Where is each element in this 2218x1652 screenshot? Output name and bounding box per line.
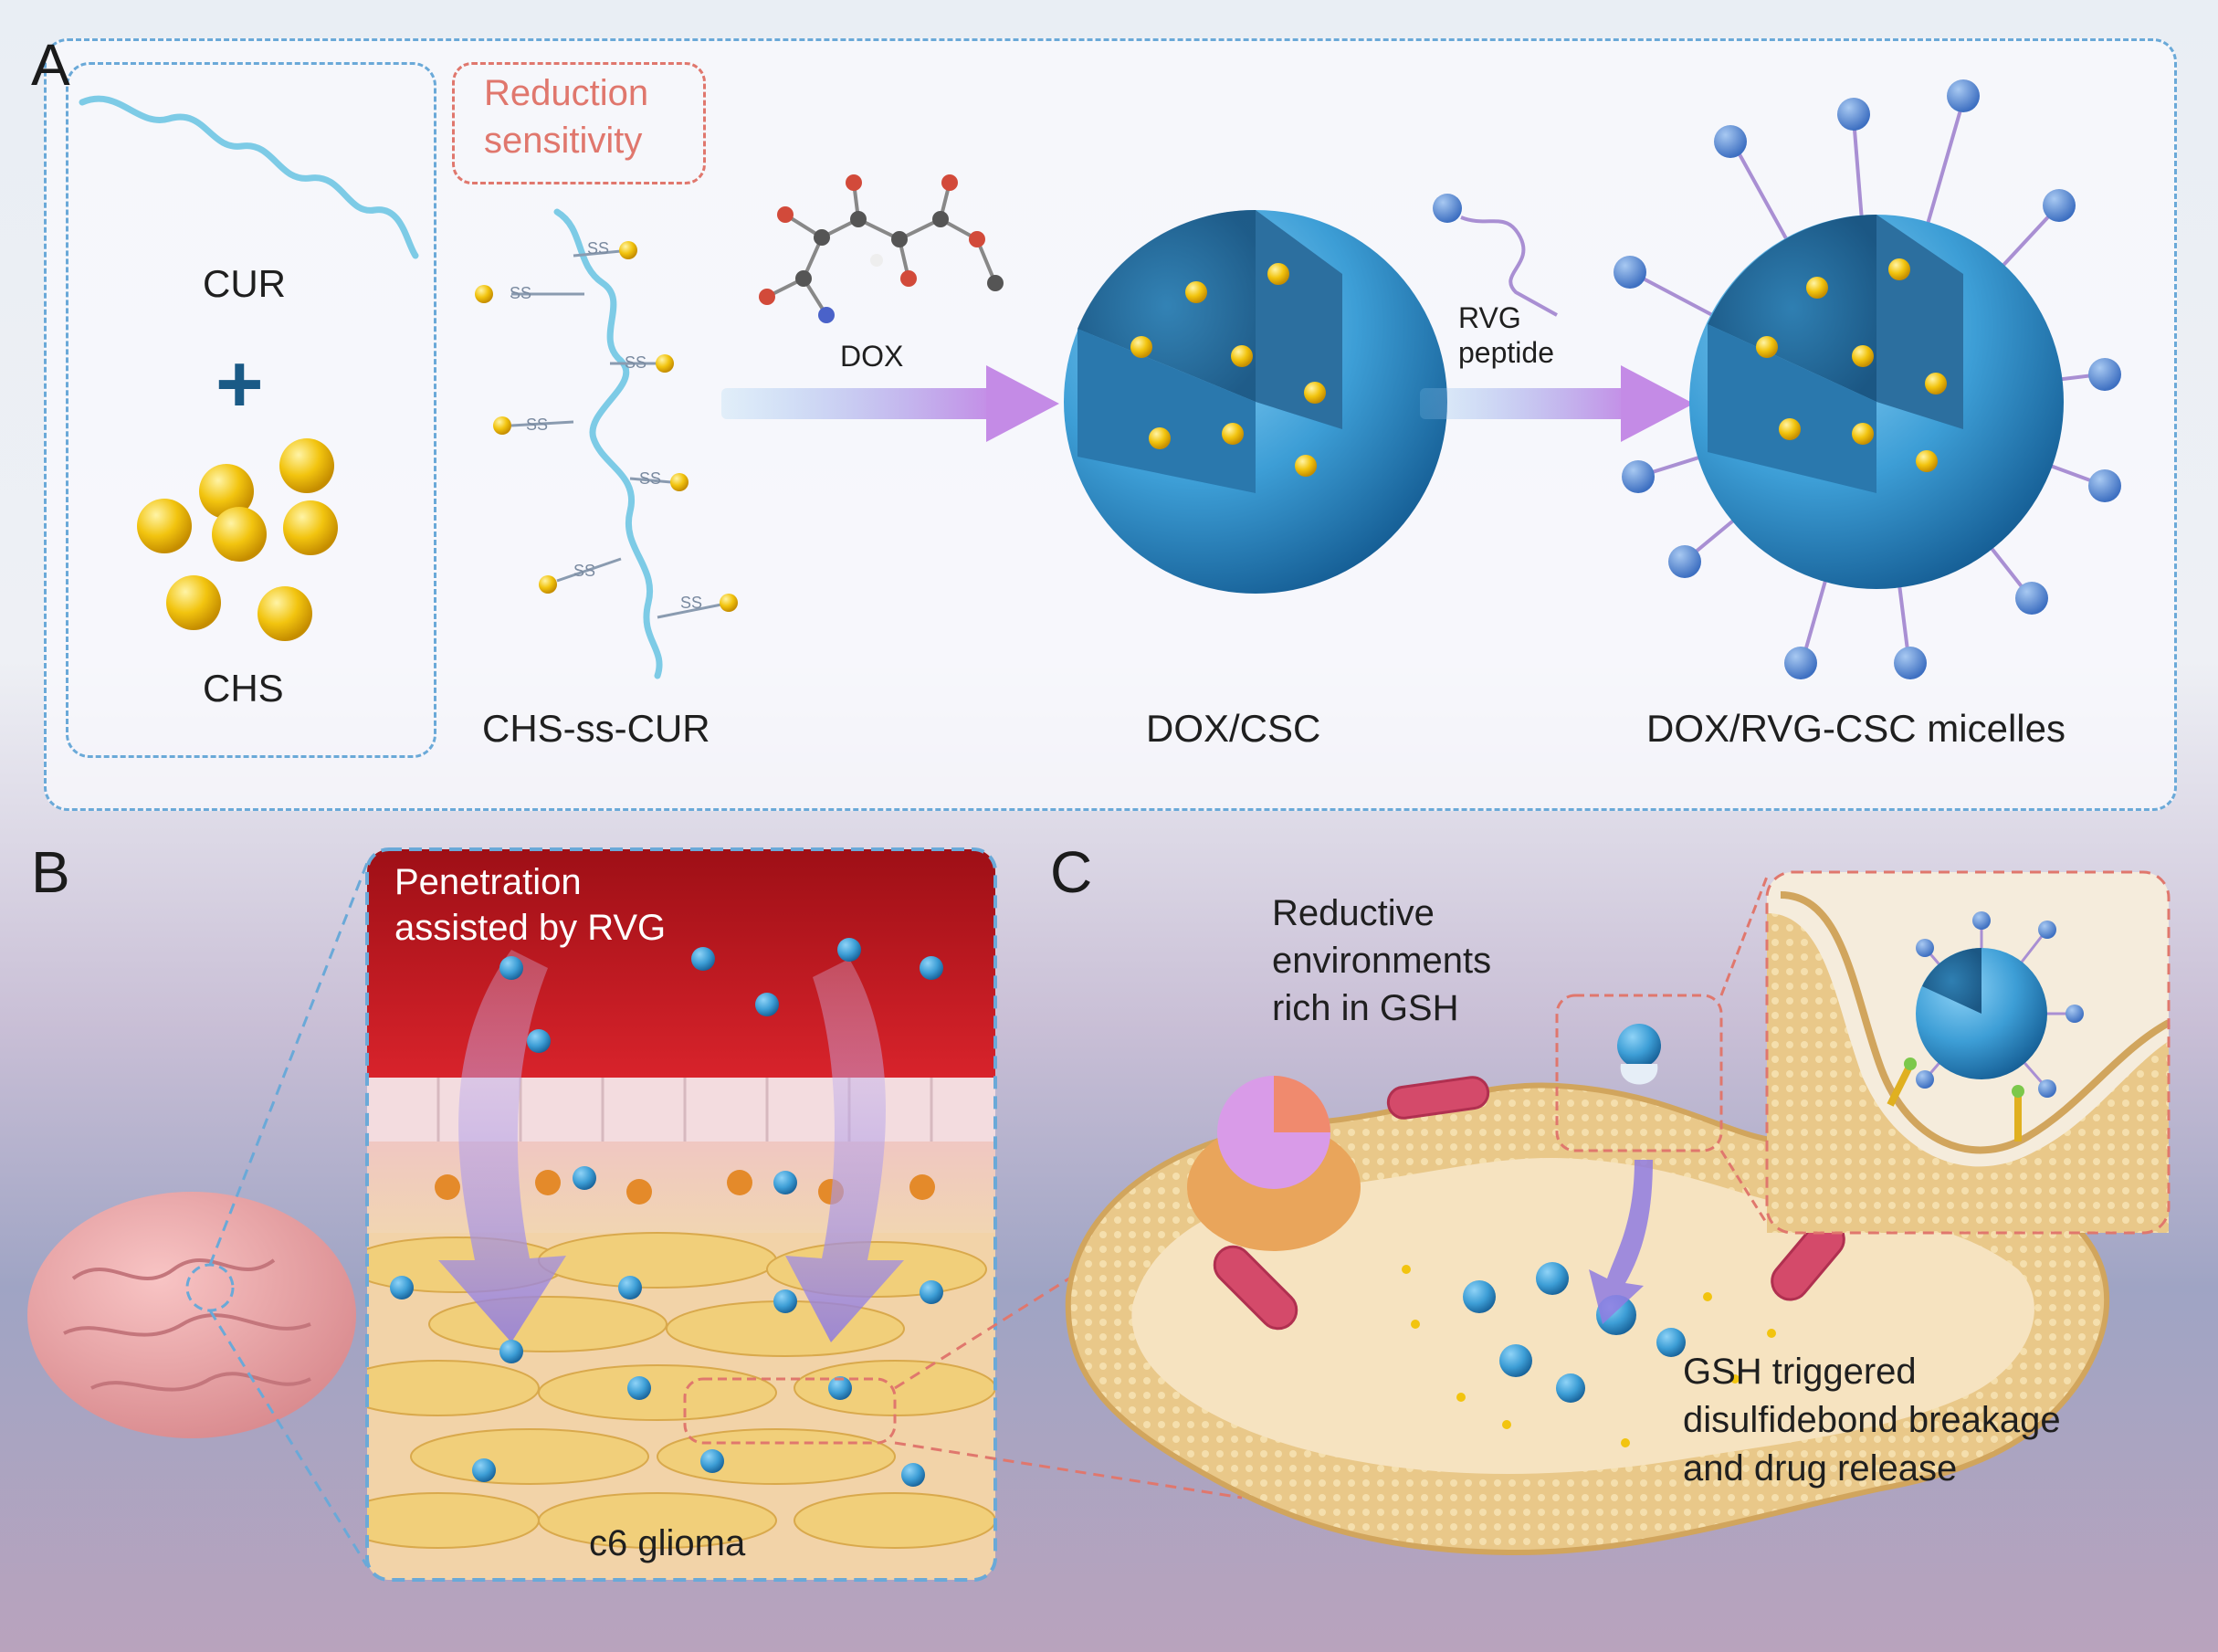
ss-label-5: SS: [639, 469, 662, 488]
dox-csc-core-beads: [1130, 263, 1326, 477]
reduction-sensitivity-box: [452, 62, 706, 184]
rvg-peptide-icon: [1433, 194, 1558, 317]
components-box: [66, 62, 436, 758]
dox-label: DOX: [840, 340, 904, 373]
arrow-rvg: [1420, 365, 1694, 442]
ss-side-beads: [475, 241, 738, 612]
micelle-core-beads: [1756, 258, 1947, 472]
gsh-release-line1: GSH triggered: [1683, 1352, 1917, 1392]
ss-label-3: SS: [625, 353, 647, 372]
chs-label: CHS: [203, 667, 284, 710]
nucleus: [1187, 1076, 1361, 1251]
reductive-env-line1: Reductive: [1272, 893, 1435, 933]
cur-label: CUR: [203, 262, 286, 305]
gsh-release-line2: disulfidebond breakage: [1683, 1400, 2061, 1440]
cur-chain: [79, 95, 419, 259]
zoom-line-top: [208, 862, 369, 1266]
reductive-env-line3: rich in GSH: [1272, 988, 1459, 1028]
panel-label-a: A: [31, 32, 70, 98]
reduction-sensitivity-line1: Reduction: [484, 73, 649, 113]
dox-csc-micelle: [1064, 209, 1447, 594]
rvg-peptide-line1: RVG: [1458, 301, 1521, 334]
dox-molecule: [759, 174, 1004, 323]
chs-ss-cur-label: CHS-ss-CUR: [482, 707, 710, 750]
panel-b-frame: [365, 847, 997, 1582]
gsh-release-line3: and drug release: [1683, 1448, 1958, 1489]
dox-csc-label: DOX/CSC: [1146, 707, 1321, 750]
zoom-line-bottom: [208, 1310, 369, 1567]
receptors: [1887, 1067, 2022, 1142]
micelles-label: DOX/RVG-CSC micelles: [1646, 707, 2066, 750]
reductive-env-line2: environments: [1272, 941, 1492, 981]
ss-label-6: SS: [573, 562, 596, 580]
ss-label-2: SS: [510, 284, 532, 302]
dox-rvg-csc-micelle: [1614, 79, 2121, 679]
arrow-dox: [721, 365, 1059, 442]
panel-b-tissue: [367, 849, 995, 1580]
panel-label-b: B: [31, 839, 70, 905]
drug-particles: [1402, 1265, 1776, 1447]
ss-label-4: SS: [526, 416, 549, 434]
chs-spheres: [137, 438, 338, 641]
endocytosis-micelle: [1555, 994, 1723, 1152]
reduction-sensitivity-line2: sensitivity: [484, 121, 643, 161]
brain-illustration: [27, 1192, 356, 1438]
penetration-label-line1: Penetration: [394, 862, 582, 902]
panel-label-c: C: [1050, 839, 1093, 905]
ss-label-1: SS: [587, 239, 610, 258]
plus-sign: +: [215, 339, 264, 430]
penetration-label-line2: assisted by RVG: [394, 908, 667, 948]
ss-side-chains: [510, 249, 722, 619]
chs-ss-cur-chain: [553, 208, 663, 679]
endocytosis-inset: [1765, 870, 2171, 1235]
micelles-in-tissue: [390, 938, 943, 1487]
glioma-label: c6 glioma: [589, 1523, 746, 1563]
zoom-region-b: [683, 1377, 897, 1445]
rvg-peptide-line2: peptide: [1458, 336, 1554, 369]
rvg-ligand-heads: [1614, 79, 2121, 679]
glioma-cells: [367, 1232, 995, 1549]
penetration-arrows: [438, 950, 904, 1342]
ss-label-7: SS: [680, 594, 703, 612]
internalization-arrow: [1589, 1160, 1653, 1324]
